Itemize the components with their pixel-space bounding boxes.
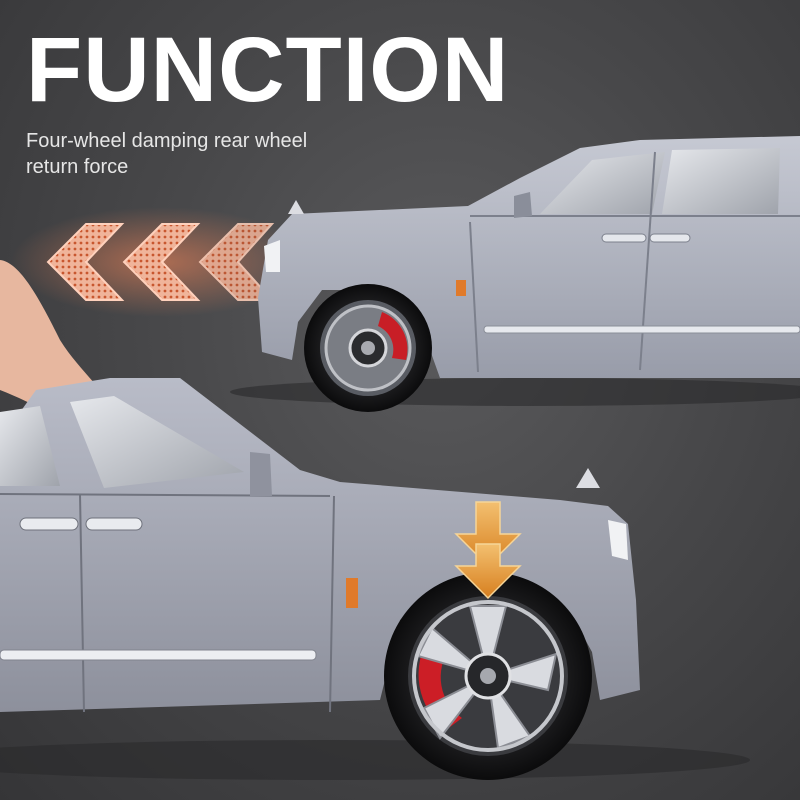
car-top — [230, 136, 800, 412]
chevron-left-icon — [122, 223, 201, 301]
chevron-left-icon — [46, 223, 125, 301]
front-wheel — [384, 572, 592, 780]
arrow-down-icon — [454, 543, 522, 600]
headline: FUNCTION — [26, 19, 510, 121]
arrow-down-icon — [454, 501, 522, 568]
car-bottom — [0, 378, 750, 780]
motion-arrows — [10, 207, 310, 317]
caption: Four-wheel damping rear wheel return for… — [26, 130, 308, 178]
